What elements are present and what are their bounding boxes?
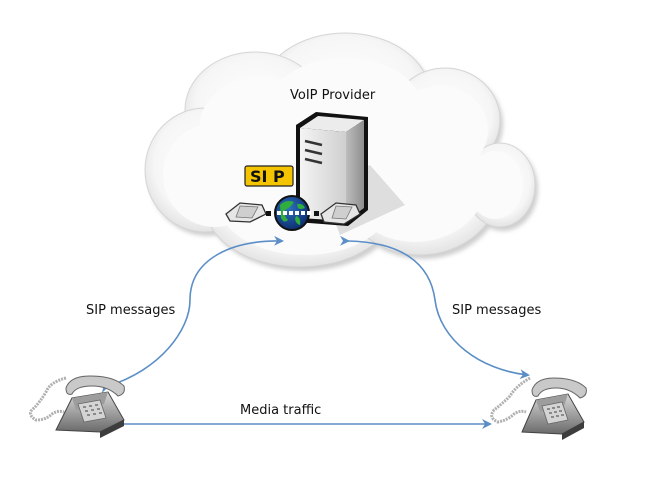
telephone-left-icon xyxy=(29,375,125,438)
left-signaling-arrow xyxy=(98,235,284,394)
right-signaling-arrow xyxy=(339,235,530,380)
network-link xyxy=(266,211,319,216)
sip-badge-label: SI P xyxy=(250,167,285,186)
server-icon xyxy=(296,112,368,226)
globe-icon xyxy=(274,195,311,231)
telephone-right-icon xyxy=(490,376,587,440)
desk-phone-right-icon xyxy=(320,202,361,225)
media-traffic-label: Media traffic xyxy=(240,403,321,418)
left-signaling-label: SIP messages xyxy=(86,303,175,318)
sip-badge: SI P xyxy=(244,165,294,187)
right-signaling-label: SIP messages xyxy=(452,303,541,318)
cloud-label: VoIP Provider xyxy=(290,88,376,103)
